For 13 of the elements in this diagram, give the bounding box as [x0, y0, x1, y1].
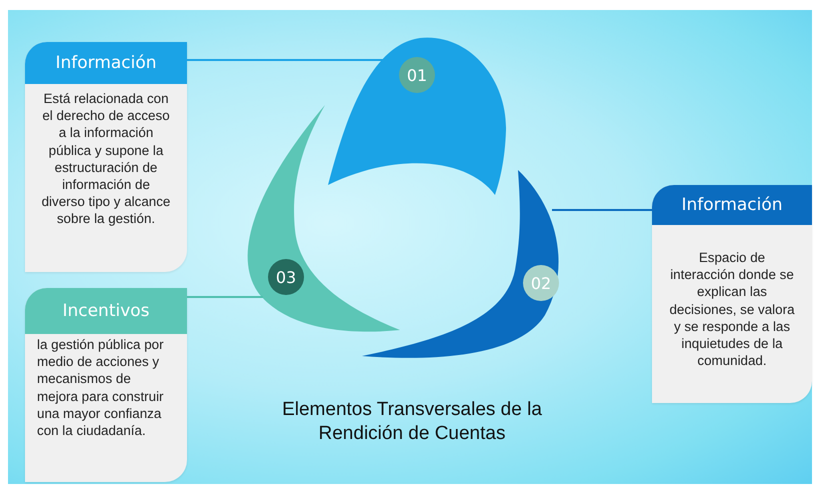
info-card [652, 185, 812, 403]
info-card [25, 42, 187, 272]
connector-line [187, 59, 384, 61]
info-card [25, 288, 187, 482]
card-text: Espacio de interacción donde se explican las decisiones, se valora y se responde a las inquietudes de la comunidad. [668, 249, 796, 370]
card-heading: Información [25, 42, 187, 84]
card-heading: Incentivos [25, 288, 187, 334]
connector-line [187, 296, 263, 298]
connector-line [552, 209, 652, 211]
card-heading: Información [652, 185, 812, 225]
card-text: la gestión pública por medio de acciones y mecanismos de mejora para construir una mayor confianza con la ciudadanía. [36, 336, 165, 440]
card-text: Está relacionada con el derecho de acceso a la información pública y supone la estructuración de información de diverso tipo y alcance sobre la gestión. [40, 90, 172, 228]
diagram-title: Elementos Transversales de la Rendición de Cuentas [281, 398, 543, 446]
